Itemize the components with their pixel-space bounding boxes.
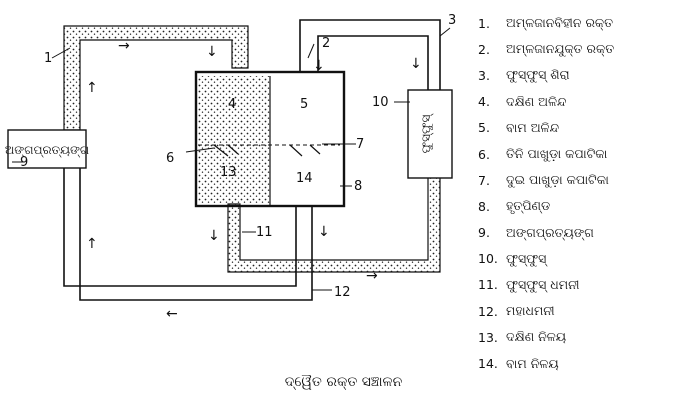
legend-label: ଦକ୍ଷିଣ ନିଳୟ — [506, 329, 567, 345]
legend-item: 8. ହୃତ୍‌ପିଣ୍ଡ — [478, 193, 683, 219]
legend-label: ତିନି ପାଖୁଡ଼ା କପାଟିକା — [506, 146, 608, 162]
legend-item: 7. ଦୁଇ ପାଖୁଡ଼ା କପାଟିକା — [478, 167, 683, 193]
legend-item: 9. ଅଙ୍ଗପ୍ରତ୍ୟଙ୍ଗ — [478, 220, 683, 246]
arrow-down-icon: ↓ — [208, 228, 220, 244]
arrow-up-icon: ↑ — [86, 80, 98, 96]
callout-6: 6 — [166, 151, 174, 166]
callout-13: 13 — [220, 165, 237, 180]
diagram-caption: ଦ୍ୱୈତ ରକ୍ତ ସଞ୍ଚାଳନ — [284, 374, 403, 390]
legend-item: 13. ଦକ୍ଷିଣ ନିଳୟ — [478, 324, 683, 350]
arrow-down-icon: ↓ — [410, 56, 422, 72]
callout-11: 11 — [256, 225, 273, 240]
legend-item: 1. ଅମ୍ଳଜାନବିହୀନ ରକ୍ତ — [478, 10, 683, 36]
callout-2: 2 — [322, 36, 330, 51]
callout-12: 12 — [334, 285, 351, 300]
arrow-down-icon: ↓ — [313, 58, 325, 74]
legend-label: ମହାଧମନୀ — [506, 303, 555, 319]
deoxygenated-vessels — [63, 25, 441, 273]
legend-number: 4. — [478, 94, 490, 110]
arrow-down-icon: ↓ — [318, 224, 330, 240]
callout-14: 14 — [296, 171, 313, 186]
callout-10: 10 — [372, 95, 389, 110]
aorta-vessel — [63, 168, 313, 301]
legend-item: 10. ଫୁସ୍‌ଫୁସ୍ — [478, 246, 683, 272]
legend-label: ଫୁସ୍‌ଫୁସ୍ ଧମନୀ — [506, 276, 580, 292]
legend-label: ଦୁଇ ପାଖୁଡ଼ା କପାଟିକା — [506, 172, 609, 188]
legend-item: 12. ମହାଧମନୀ — [478, 298, 683, 324]
arrow-right-icon: → — [366, 268, 378, 284]
body-organs-label: ଅଙ୍ଗପ୍ରତ୍ୟଙ୍ଗ — [5, 143, 89, 157]
legend-label: ଫୁସ୍‌ଫୁସ୍ — [506, 250, 547, 266]
legend-label: ଫୁସ୍‌ଫୁସ୍ ଶିରା — [506, 67, 570, 83]
arrow-up-icon: ↑ — [86, 236, 98, 252]
callout-7: 7 — [356, 137, 364, 152]
legend-number: 7. — [478, 172, 490, 188]
legend-number: 9. — [478, 225, 490, 241]
callout-5: 5 — [300, 97, 308, 112]
legend-label: ବାମ ଅଳିନ୍ଦ — [506, 119, 560, 135]
callout-9: 9 — [20, 155, 28, 170]
legend-number: 5. — [478, 120, 490, 136]
arrow-left-icon: ← — [166, 306, 178, 322]
pulmonary-vein-vessel — [299, 19, 441, 90]
legend-item: 5. ବାମ ଅଳିନ୍ଦ — [478, 115, 683, 141]
arrow-down-icon: ↓ — [206, 44, 218, 60]
legend-list: 1. ଅମ୍ଳଜାନବିହୀନ ରକ୍ତ 2. ଅମ୍ଳଜାନଯୁକ୍ତ ରକ୍ତ 3.… — [478, 10, 683, 377]
legend-number: 12. — [478, 303, 498, 319]
legend-item: 11. ଫୁସ୍‌ଫୁସ୍ ଧମନୀ — [478, 272, 683, 298]
lungs-box — [407, 89, 453, 179]
legend-number: 2. — [478, 41, 490, 57]
tricuspid-valve — [213, 144, 239, 157]
legend-item: 14. ବାମ ନିଳୟ — [478, 350, 683, 376]
legend-label: ଅମ୍ଳଜାନଯୁକ୍ତ ରକ୍ତ — [506, 41, 615, 57]
legend-number: 10. — [478, 251, 498, 267]
callout-4: 4 — [228, 97, 236, 112]
callout-3: 3 — [448, 13, 456, 28]
arrow-right-icon: → — [118, 38, 130, 54]
legend-item: 6. ତିନି ପାଖୁଡ଼ା କପାଟିକା — [478, 141, 683, 167]
legend-number: 3. — [478, 67, 490, 83]
legend-number: 13. — [478, 329, 498, 345]
leader-lines — [12, 27, 451, 291]
legend-number: 8. — [478, 198, 490, 214]
legend-number: 14. — [478, 356, 498, 372]
legend-item: 4. ଦକ୍ଷିଣ ଅଳିନ୍ଦ — [478, 89, 683, 115]
legend-label: ଅମ୍ଳଜାନବିହୀନ ରକ୍ତ — [506, 15, 614, 31]
callout-8: 8 — [354, 179, 362, 194]
right-atrium-region — [198, 76, 270, 204]
legend-label: ଦକ୍ଷିଣ ଅଳିନ୍ଦ — [506, 93, 567, 109]
legend-label: ହୃତ୍‌ପିଣ୍ଡ — [506, 198, 551, 214]
legend-label: ଅଙ୍ଗପ୍ରତ୍ୟଙ୍ଗ — [506, 224, 594, 240]
legend-item: 2. ଅମ୍ଳଜାନଯୁକ୍ତ ରକ୍ତ — [478, 36, 683, 62]
callout-1: 1 — [44, 51, 52, 66]
legend-number: 11. — [478, 277, 498, 293]
lungs-label: ଫୁସ୍‌ଫୁସ୍ — [419, 113, 434, 153]
legend-label: ବାମ ନିଳୟ — [506, 355, 559, 371]
legend-number: 6. — [478, 146, 490, 162]
bicuspid-valve — [289, 144, 321, 157]
legend-number: 1. — [478, 15, 490, 31]
legend-item: 3. ଫୁସ୍‌ଫୁସ୍ ଶିରା — [478, 62, 683, 88]
